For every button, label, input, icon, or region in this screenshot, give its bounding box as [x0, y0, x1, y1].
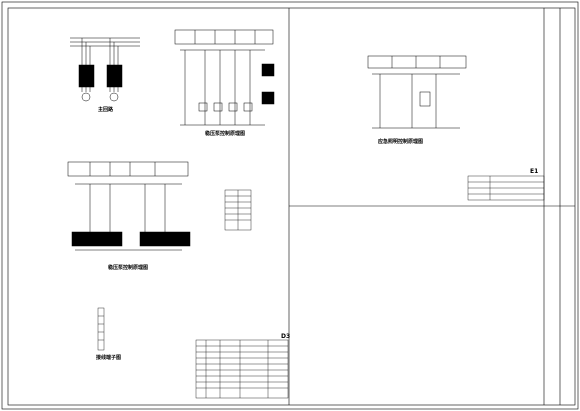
emergency-light-block: [367, 55, 467, 129]
title-block-e1: [467, 175, 545, 201]
label-main-circuit: 主回路: [98, 107, 114, 113]
stabilizer-control-block: [174, 29, 275, 126]
parts-list-table: [195, 339, 289, 399]
main-circuit-block: [70, 37, 140, 102]
sheet-tag-e1: E1: [530, 168, 539, 175]
sheet-tag-d3: D3: [281, 333, 291, 340]
label-stabilizer-control: 稳压泵控制原理图: [205, 131, 246, 137]
device-table: [224, 189, 252, 231]
label-pressure-pump-control: 稳压泵控制原理图: [108, 265, 149, 271]
label-emergency-light: 应急照明控制原理图: [378, 139, 424, 145]
inner-border: [7, 7, 576, 406]
label-terminal: 接线端子图: [96, 355, 122, 361]
terminal-block: [97, 307, 105, 351]
pressure-pump-block: [67, 161, 191, 251]
